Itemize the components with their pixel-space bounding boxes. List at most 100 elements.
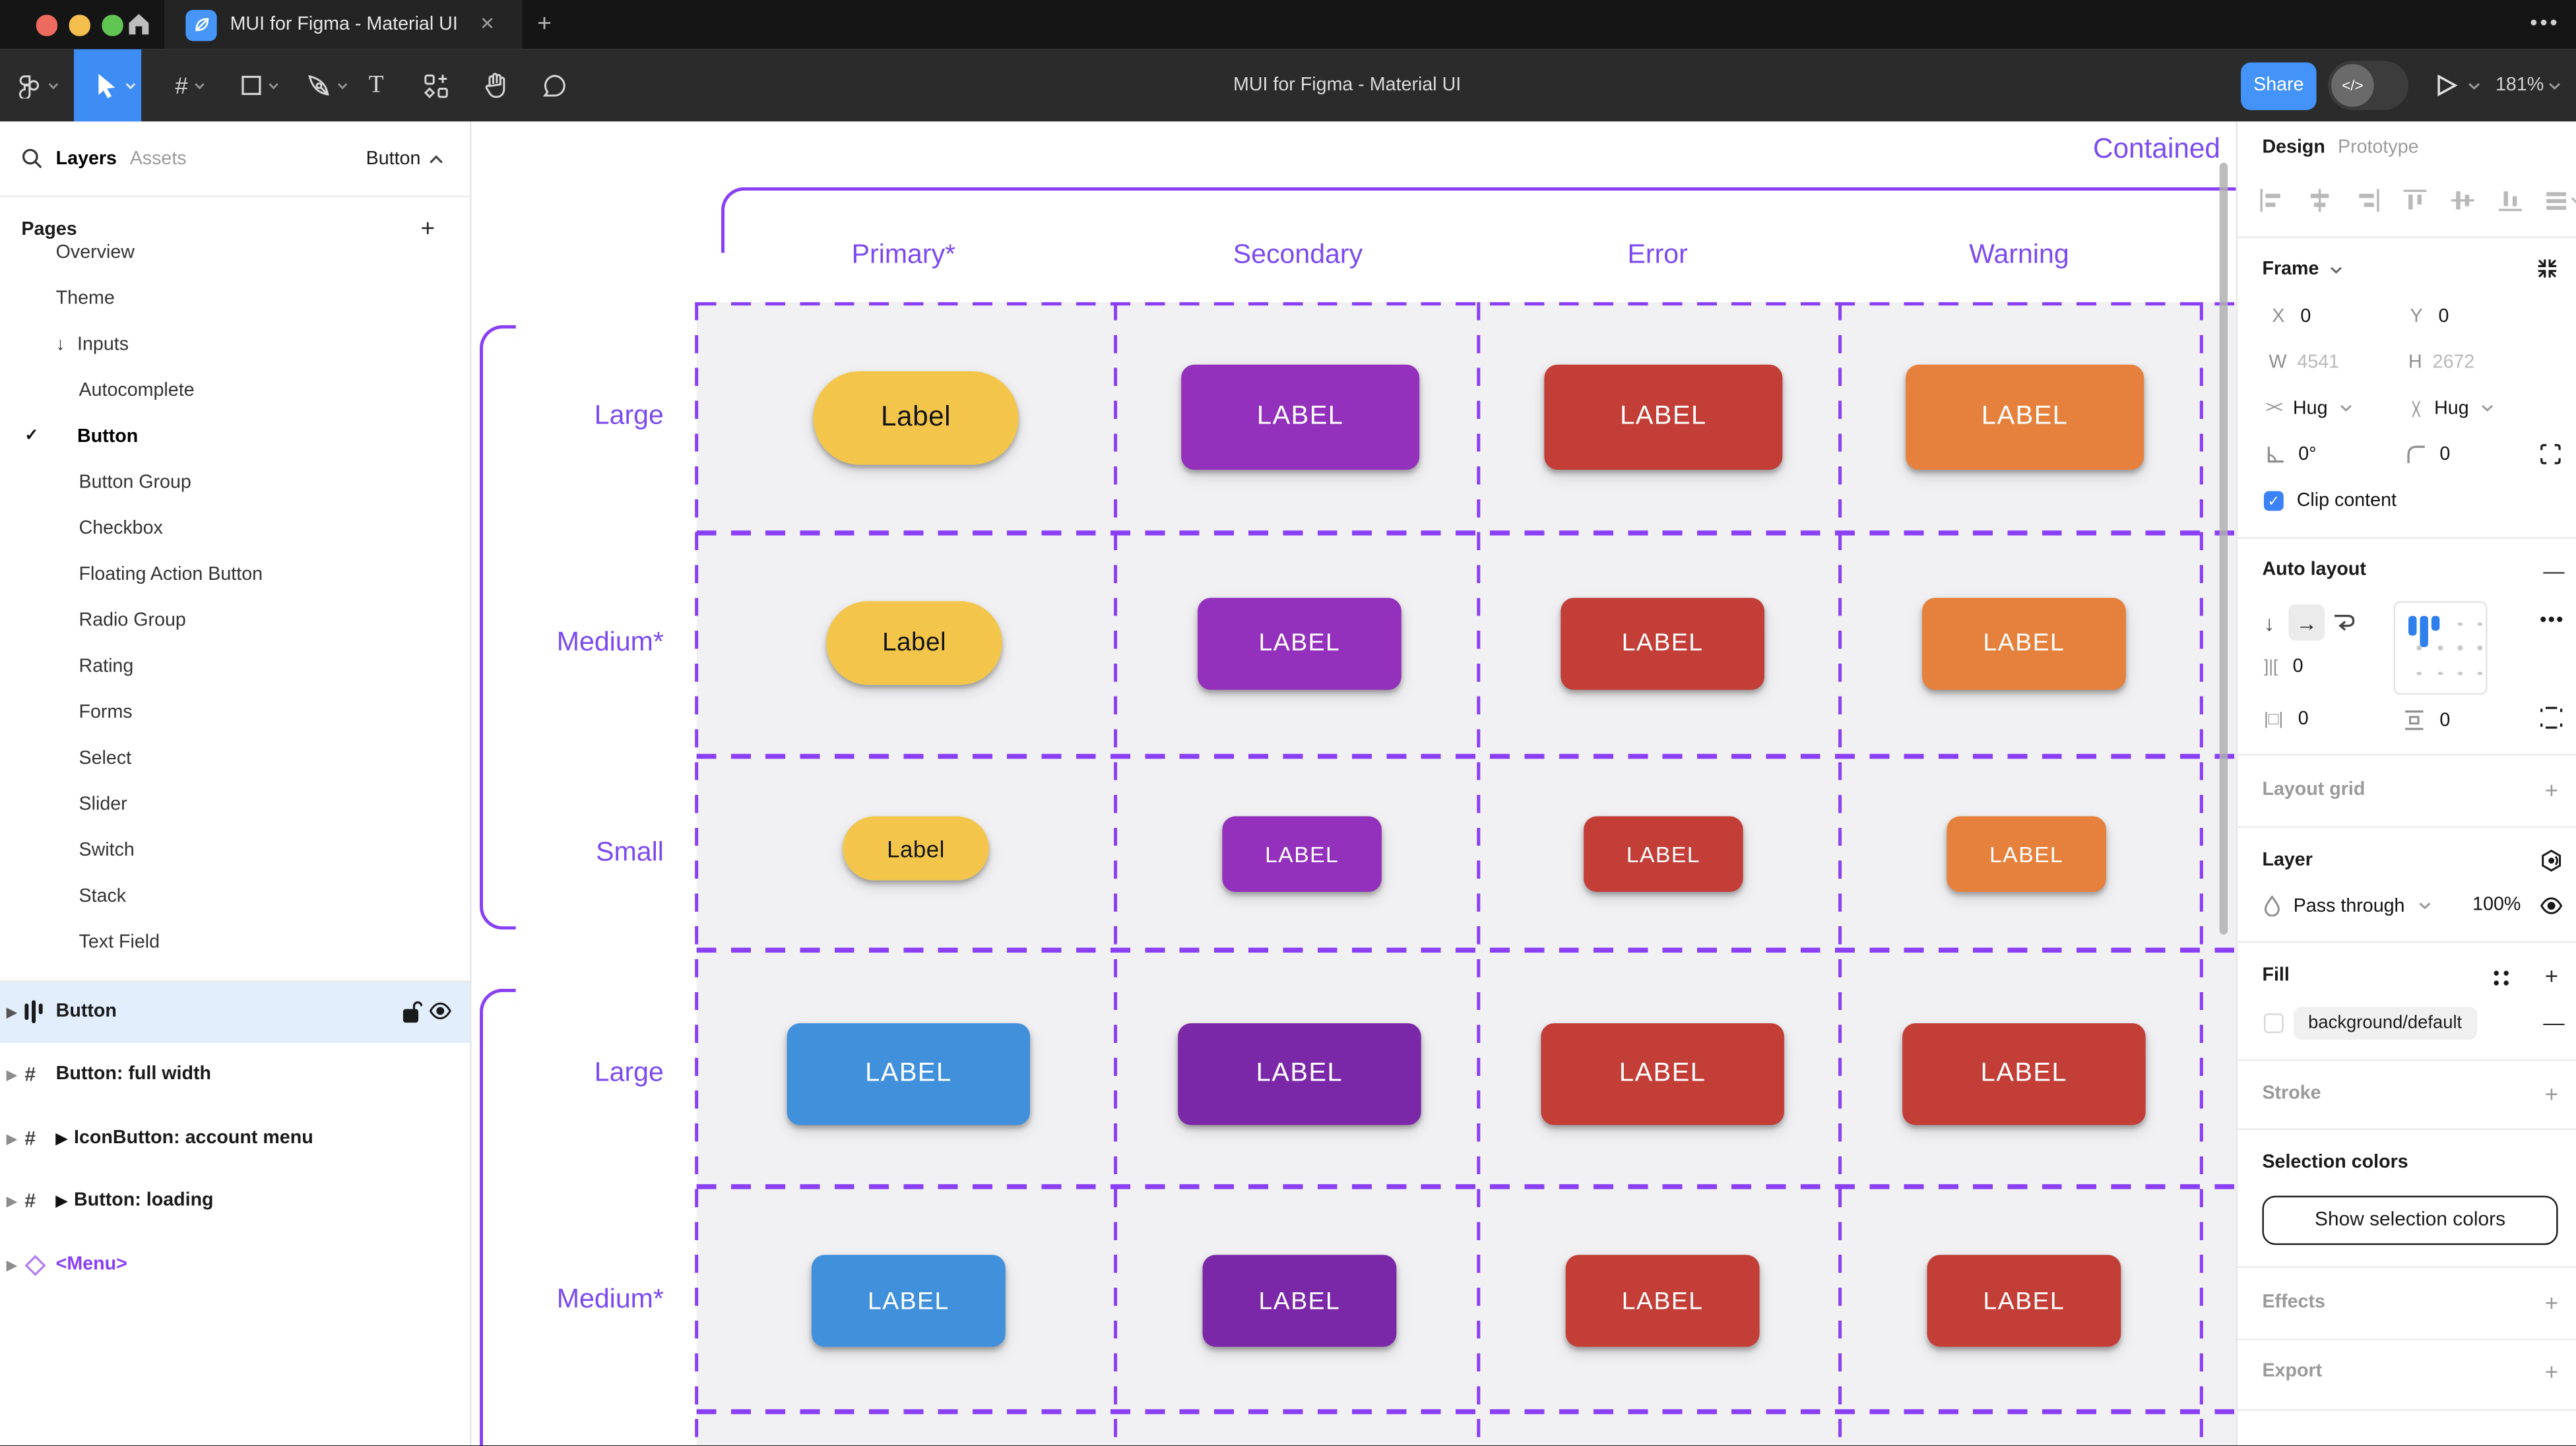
direction-down-button[interactable]: ↓ [2263, 611, 2275, 636]
y-position-field[interactable]: Y 0 [2410, 306, 2449, 326]
home-icon[interactable] [127, 11, 151, 36]
canvas-scrollbar[interactable] [2219, 162, 2228, 935]
layer-row-iconbutton-account-menu[interactable]: ▶ # ▶ IconButton: account menu [0, 1108, 470, 1168]
align-v-center-icon[interactable] [2449, 189, 2476, 212]
direction-right-button-selected[interactable]: → [2288, 604, 2325, 641]
expand-caret-icon[interactable]: ▶ [6, 1194, 17, 1209]
vertical-padding-field[interactable]: 0 [2404, 710, 2450, 731]
button-secondary-large[interactable]: LABEL [1181, 364, 1420, 470]
blend-mode-dropdown[interactable]: Pass through [2264, 895, 2431, 917]
remove-auto-layout-button[interactable]: — [2543, 558, 2565, 583]
minimize-window-button[interactable] [69, 15, 90, 36]
button-warning-large[interactable]: LABEL [1906, 364, 2144, 470]
horizontal-sizing-dropdown[interactable]: >< Hug [2265, 398, 2352, 418]
main-menu-icon[interactable] [13, 49, 63, 122]
sidebar-item-checkbox[interactable]: Checkbox [79, 519, 163, 539]
expand-caret-icon[interactable]: ▶ [6, 1131, 17, 1146]
move-tool-button[interactable] [74, 49, 142, 122]
width-field[interactable]: W 4541 [2269, 352, 2339, 372]
button-primary-large[interactable]: Label [813, 370, 1019, 464]
button-blue-medium[interactable]: LABEL [811, 1255, 1006, 1347]
close-window-button[interactable] [36, 15, 57, 36]
button-red-medium[interactable]: LABEL [1565, 1255, 1760, 1347]
button-primary-medium[interactable]: Label [826, 601, 1002, 685]
comment-tool-button[interactable] [529, 49, 579, 122]
corner-radius-field[interactable]: 0 [2407, 444, 2450, 464]
sidebar-item-theme[interactable]: Theme [55, 289, 115, 309]
button-red-large[interactable]: LABEL [1541, 1023, 1784, 1125]
sidebar-item-forms[interactable]: Forms [79, 703, 133, 723]
expand-caret-icon[interactable]: ▶ [6, 1257, 17, 1273]
individual-padding-icon[interactable] [2540, 707, 2563, 730]
page-selector[interactable]: Button [366, 121, 444, 197]
hand-tool-button[interactable] [472, 49, 521, 122]
button-warning-small[interactable]: LABEL [1947, 816, 2106, 892]
button-secondary-small[interactable]: LABEL [1222, 816, 1382, 892]
add-stroke-button[interactable]: + [2544, 1081, 2559, 1108]
align-right-icon[interactable] [2354, 189, 2381, 212]
add-fill-button[interactable]: + [2544, 962, 2559, 989]
sidebar-item-button-group[interactable]: Button Group [79, 473, 191, 493]
expand-caret-icon[interactable]: ▶ [6, 1004, 17, 1019]
add-page-button[interactable]: + [420, 215, 435, 243]
checkbox-checked-icon[interactable]: ✓ [2263, 491, 2284, 511]
alignment-matrix[interactable] [2393, 600, 2488, 694]
sidebar-item-overview[interactable]: Overview [55, 243, 135, 263]
button-blue-large[interactable]: LABEL [787, 1023, 1031, 1125]
sidebar-item-radio-group[interactable]: Radio Group [79, 611, 186, 631]
tab-design[interactable]: Design [2262, 138, 2325, 158]
share-button[interactable]: Share [2241, 61, 2317, 110]
sidebar-item-slider[interactable]: Slider [79, 795, 127, 815]
sidebar-item-autocomplete[interactable]: Autocomplete [79, 381, 195, 401]
horizontal-padding-field[interactable]: |□| 0 [2264, 710, 2309, 730]
button-deep-purple-medium[interactable]: LABEL [1202, 1255, 1397, 1347]
wrap-button[interactable] [2333, 611, 2356, 631]
show-selection-colors-button[interactable]: Show selection colors [2262, 1195, 2558, 1245]
pen-tool-button[interactable] [298, 49, 357, 122]
blend-mode-icon[interactable] [2540, 849, 2563, 872]
tab-close-icon[interactable]: ✕ [480, 15, 495, 35]
button-primary-small[interactable]: Label [843, 816, 989, 881]
layer-opacity-value[interactable]: 100% [2472, 895, 2521, 915]
layer-row-menu-instance[interactable]: ▶ <Menu> [0, 1234, 470, 1295]
button-red2-medium[interactable]: LABEL [1927, 1255, 2121, 1347]
actions-tool-button[interactable] [410, 49, 460, 122]
new-tab-button[interactable]: + [537, 9, 552, 38]
eye-icon[interactable] [2540, 896, 2563, 914]
lock-open-icon[interactable] [402, 999, 422, 1022]
sidebar-item-fab[interactable]: Floating Action Button [79, 565, 263, 585]
align-bottom-icon[interactable] [2497, 189, 2523, 212]
button-error-medium[interactable]: LABEL [1561, 597, 1765, 689]
add-effect-button[interactable]: + [2544, 1288, 2559, 1315]
maximize-window-button[interactable] [102, 15, 123, 36]
sidebar-item-switch[interactable]: Switch [79, 840, 135, 861]
x-position-field[interactable]: X 0 [2272, 306, 2311, 326]
sidebar-item-rating[interactable]: Rating [79, 656, 134, 677]
tab-assets[interactable]: Assets [129, 149, 187, 170]
layer-row-button-full-width[interactable]: ▶ # Button: full width [0, 1045, 470, 1106]
shape-tool-button[interactable] [230, 49, 290, 122]
frame-tool-button[interactable]: # [161, 49, 220, 122]
file-tab[interactable]: MUI for Figma - Material UI ✕ [164, 0, 523, 49]
sidebar-item-stack[interactable]: Stack [79, 887, 127, 907]
height-field[interactable]: H 2672 [2408, 352, 2474, 372]
sidebar-item-button[interactable]: ✓ Button [0, 414, 470, 460]
align-left-icon[interactable] [2259, 189, 2285, 212]
button-error-small[interactable]: LABEL [1584, 816, 1743, 892]
add-export-button[interactable]: + [2544, 1358, 2559, 1385]
sidebar-item-select[interactable]: Select [79, 749, 132, 769]
styles-icon[interactable] [2492, 969, 2510, 987]
frame-section-header[interactable]: Frame [2262, 259, 2342, 279]
align-h-center-icon[interactable] [2307, 189, 2333, 212]
auto-layout-more-icon[interactable]: ••• [2540, 611, 2565, 631]
window-more-icon[interactable]: ••• [2530, 9, 2560, 35]
sidebar-item-text-field[interactable]: Text Field [79, 933, 160, 953]
align-top-icon[interactable] [2402, 189, 2428, 212]
rotation-field[interactable]: 0° [2265, 444, 2317, 464]
text-tool-button[interactable]: T [368, 71, 384, 98]
expand-caret-icon[interactable]: ▶ [6, 1067, 17, 1083]
layer-row-button-loading[interactable]: ▶ # ▶ Button: loading [0, 1171, 470, 1232]
zoom-chevron-icon[interactable] [2545, 49, 2565, 122]
tab-prototype[interactable]: Prototype [2337, 138, 2419, 158]
present-button[interactable] [2428, 49, 2464, 122]
